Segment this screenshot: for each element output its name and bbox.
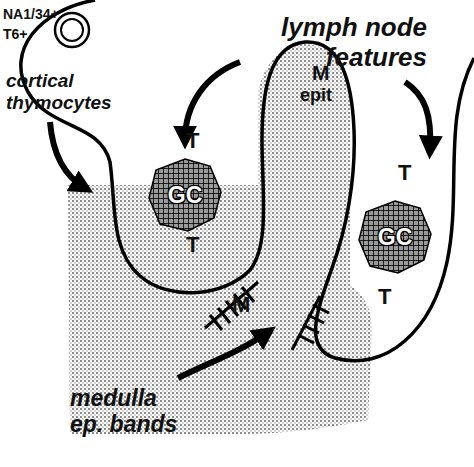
flow-arrow — [50, 122, 85, 188]
germinal-center-fill — [359, 201, 431, 273]
germinal-center: GC — [148, 158, 222, 232]
stippled-medulla — [68, 44, 372, 434]
zone-letter: T — [186, 128, 216, 154]
cell-membrane — [55, 13, 89, 47]
germinal-center-label: GC — [148, 158, 222, 232]
callout-arrow — [405, 82, 430, 150]
marker-label: T6+ — [3, 26, 53, 43]
germinal-center-fill — [149, 159, 221, 231]
cell-caption: cortical thymocytes — [6, 70, 124, 114]
germinal-center: GC — [358, 200, 432, 274]
zone-letter: epit — [300, 84, 350, 106]
zone-letter: T — [186, 232, 216, 258]
region-caption: medulla ep. bands — [70, 385, 185, 437]
zone-letter: T — [378, 284, 408, 310]
zone-letter: M — [232, 292, 262, 318]
marker-label: NA1/34+ — [3, 6, 73, 23]
zone-letter: M — [312, 60, 342, 85]
cell-nucleus — [61, 19, 83, 41]
thymocyte-cell: NA1/34+ T6+ cortical thymocytes — [0, 0, 125, 122]
germinal-center-label: GC — [358, 200, 432, 274]
zone-letter: T — [398, 160, 428, 186]
